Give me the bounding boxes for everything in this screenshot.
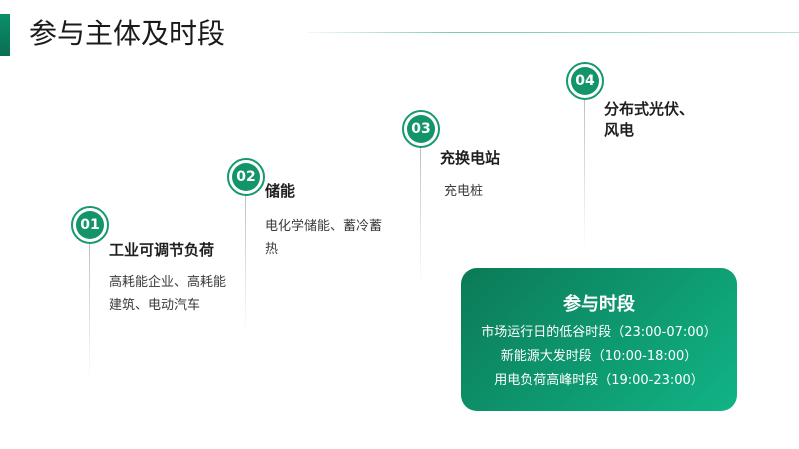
page-title: 参与主体及时段 — [29, 17, 226, 50]
step-04-title-line: 分布式光伏、 — [604, 100, 695, 118]
step-01-desc-line: 高耗能企业、高耗能 — [109, 275, 227, 290]
step-03-title: 充换电站 — [440, 149, 501, 167]
step-01-description: 高耗能企业、高耗能 建筑、电动汽车 — [109, 271, 226, 317]
step-02-desc-line: 电化学储能、蓄冷蓄 — [265, 219, 383, 234]
step-02-title: 储能 — [265, 182, 296, 200]
step-03-badge: 03 — [402, 110, 440, 148]
step-03-desc-line: 充电桩 — [444, 184, 484, 199]
step-01-title: 工业可调节负荷 — [109, 241, 215, 259]
step-01-number: 01 — [76, 211, 104, 239]
title-divider — [308, 32, 799, 33]
period-line: 用电负荷高峰时段（19:00-23:00） — [494, 373, 704, 388]
period-card-lines: 市场运行日的低谷时段（23:00-07:00） 新能源大发时段（10:00-18… — [461, 321, 737, 393]
step-04-number: 04 — [571, 67, 599, 95]
step-03-description: 充电桩 — [444, 180, 483, 203]
step-02-badge: 02 — [227, 158, 265, 196]
step-04-title-line: 风电 — [604, 121, 635, 139]
period-line: 新能源大发时段（10:00-18:00） — [500, 349, 698, 364]
period-line: 市场运行日的低谷时段（23:00-07:00） — [481, 325, 717, 340]
step-01-badge: 01 — [71, 206, 109, 244]
step-04-title: 分布式光伏、 风电 — [604, 99, 694, 141]
title-accent-bar — [0, 14, 10, 56]
step-03-connector — [420, 148, 421, 288]
step-01-connector — [89, 244, 90, 384]
step-01-desc-line: 建筑、电动汽车 — [109, 298, 201, 313]
step-02-desc-line: 热 — [265, 242, 279, 257]
period-card: 参与时段 市场运行日的低谷时段（23:00-07:00） 新能源大发时段（10:… — [461, 268, 737, 411]
step-04-badge: 04 — [566, 62, 604, 100]
step-04-connector — [584, 100, 585, 250]
step-02-connector — [245, 196, 246, 336]
period-card-title: 参与时段 — [563, 294, 635, 315]
step-02-description: 电化学储能、蓄冷蓄 热 — [265, 215, 382, 261]
step-02-number: 02 — [232, 163, 260, 191]
step-03-number: 03 — [407, 115, 435, 143]
